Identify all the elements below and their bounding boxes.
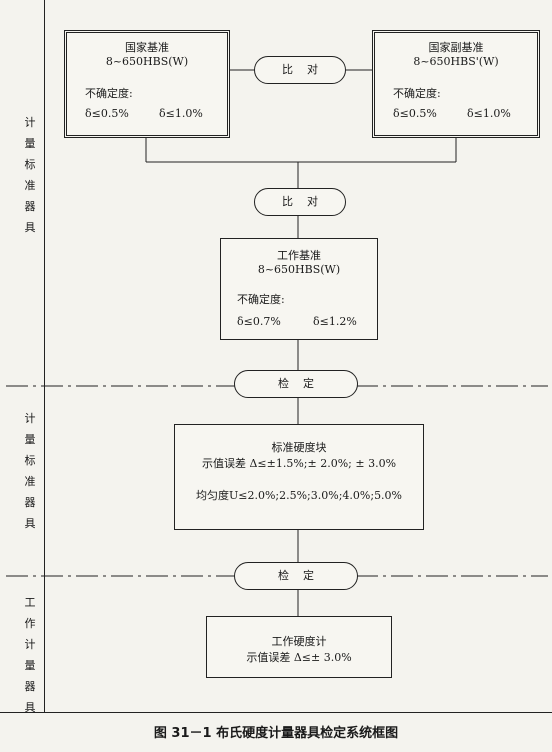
compare-pill-top: 比对 bbox=[254, 56, 346, 84]
delta-value-b: δ≤1.2% bbox=[313, 315, 357, 328]
delta-value-a: δ≤0.7% bbox=[237, 315, 281, 328]
uncertainty-label: 不确定度: bbox=[393, 87, 441, 100]
box-title: 工作硬度计 bbox=[271, 635, 327, 648]
box-title: 标准硬度块 bbox=[271, 441, 327, 454]
bottom-frame-line bbox=[0, 712, 552, 713]
national-secondary-box: 国家副基准 8~650HBS'(W) 不确定度: δ≤0.5% δ≤1.0% bbox=[372, 30, 540, 138]
box-range: 8~650HBS'(W) bbox=[413, 55, 499, 68]
working-tester-box: 工作硬度计 示值误差 Δ≤± 3.0% bbox=[206, 616, 392, 678]
figure-caption: 图 31－1 布氏硬度计量器具检定系统框图 bbox=[153, 726, 399, 741]
delta-value-b: δ≤1.0% bbox=[467, 107, 511, 120]
national-primary-box: 国家基准 8~650HBS(W) 不确定度: δ≤0.5% δ≤1.0% bbox=[64, 30, 230, 138]
working-standard-box: 工作基准 8~650HBS(W) 不确定度: δ≤0.7% δ≤1.2% bbox=[220, 238, 378, 340]
compare-pill-mid: 比对 bbox=[254, 188, 346, 216]
verify-pill-2: 检定 bbox=[234, 562, 358, 590]
box-title: 国家副基准 bbox=[428, 41, 484, 54]
verify-pill-1: 检定 bbox=[234, 370, 358, 398]
error-line: 示值误差 Δ≤± 3.0% bbox=[246, 651, 352, 664]
uncertainty-label: 不确定度: bbox=[237, 293, 285, 306]
section-label-2: 计 量 标 准 器 具 bbox=[24, 412, 36, 530]
box-title: 工作基准 bbox=[277, 249, 321, 262]
delta-value-a: δ≤0.5% bbox=[393, 107, 437, 120]
section-label-3: 工 作 计 量 器 具 bbox=[24, 596, 36, 714]
standard-block-box: 标准硬度块 示值误差 Δ≤±1.5%;± 2.0%; ± 3.0% 均匀度U≤2… bbox=[174, 424, 424, 530]
box-range: 8~650HBS(W) bbox=[257, 263, 341, 276]
delta-value-a: δ≤0.5% bbox=[85, 107, 129, 120]
uniformity-line: 均匀度U≤2.0%;2.5%;3.0%;4.0%;5.0% bbox=[195, 489, 403, 502]
box-title: 国家基准 bbox=[125, 41, 169, 54]
error-line: 示值误差 Δ≤±1.5%;± 2.0%; ± 3.0% bbox=[201, 457, 397, 470]
left-frame-line bbox=[44, 0, 45, 712]
box-range: 8~650HBS(W) bbox=[105, 55, 189, 68]
uncertainty-label: 不确定度: bbox=[85, 87, 133, 100]
delta-value-b: δ≤1.0% bbox=[159, 107, 203, 120]
section-label-1: 计 量 标 准 器 具 bbox=[24, 116, 36, 234]
